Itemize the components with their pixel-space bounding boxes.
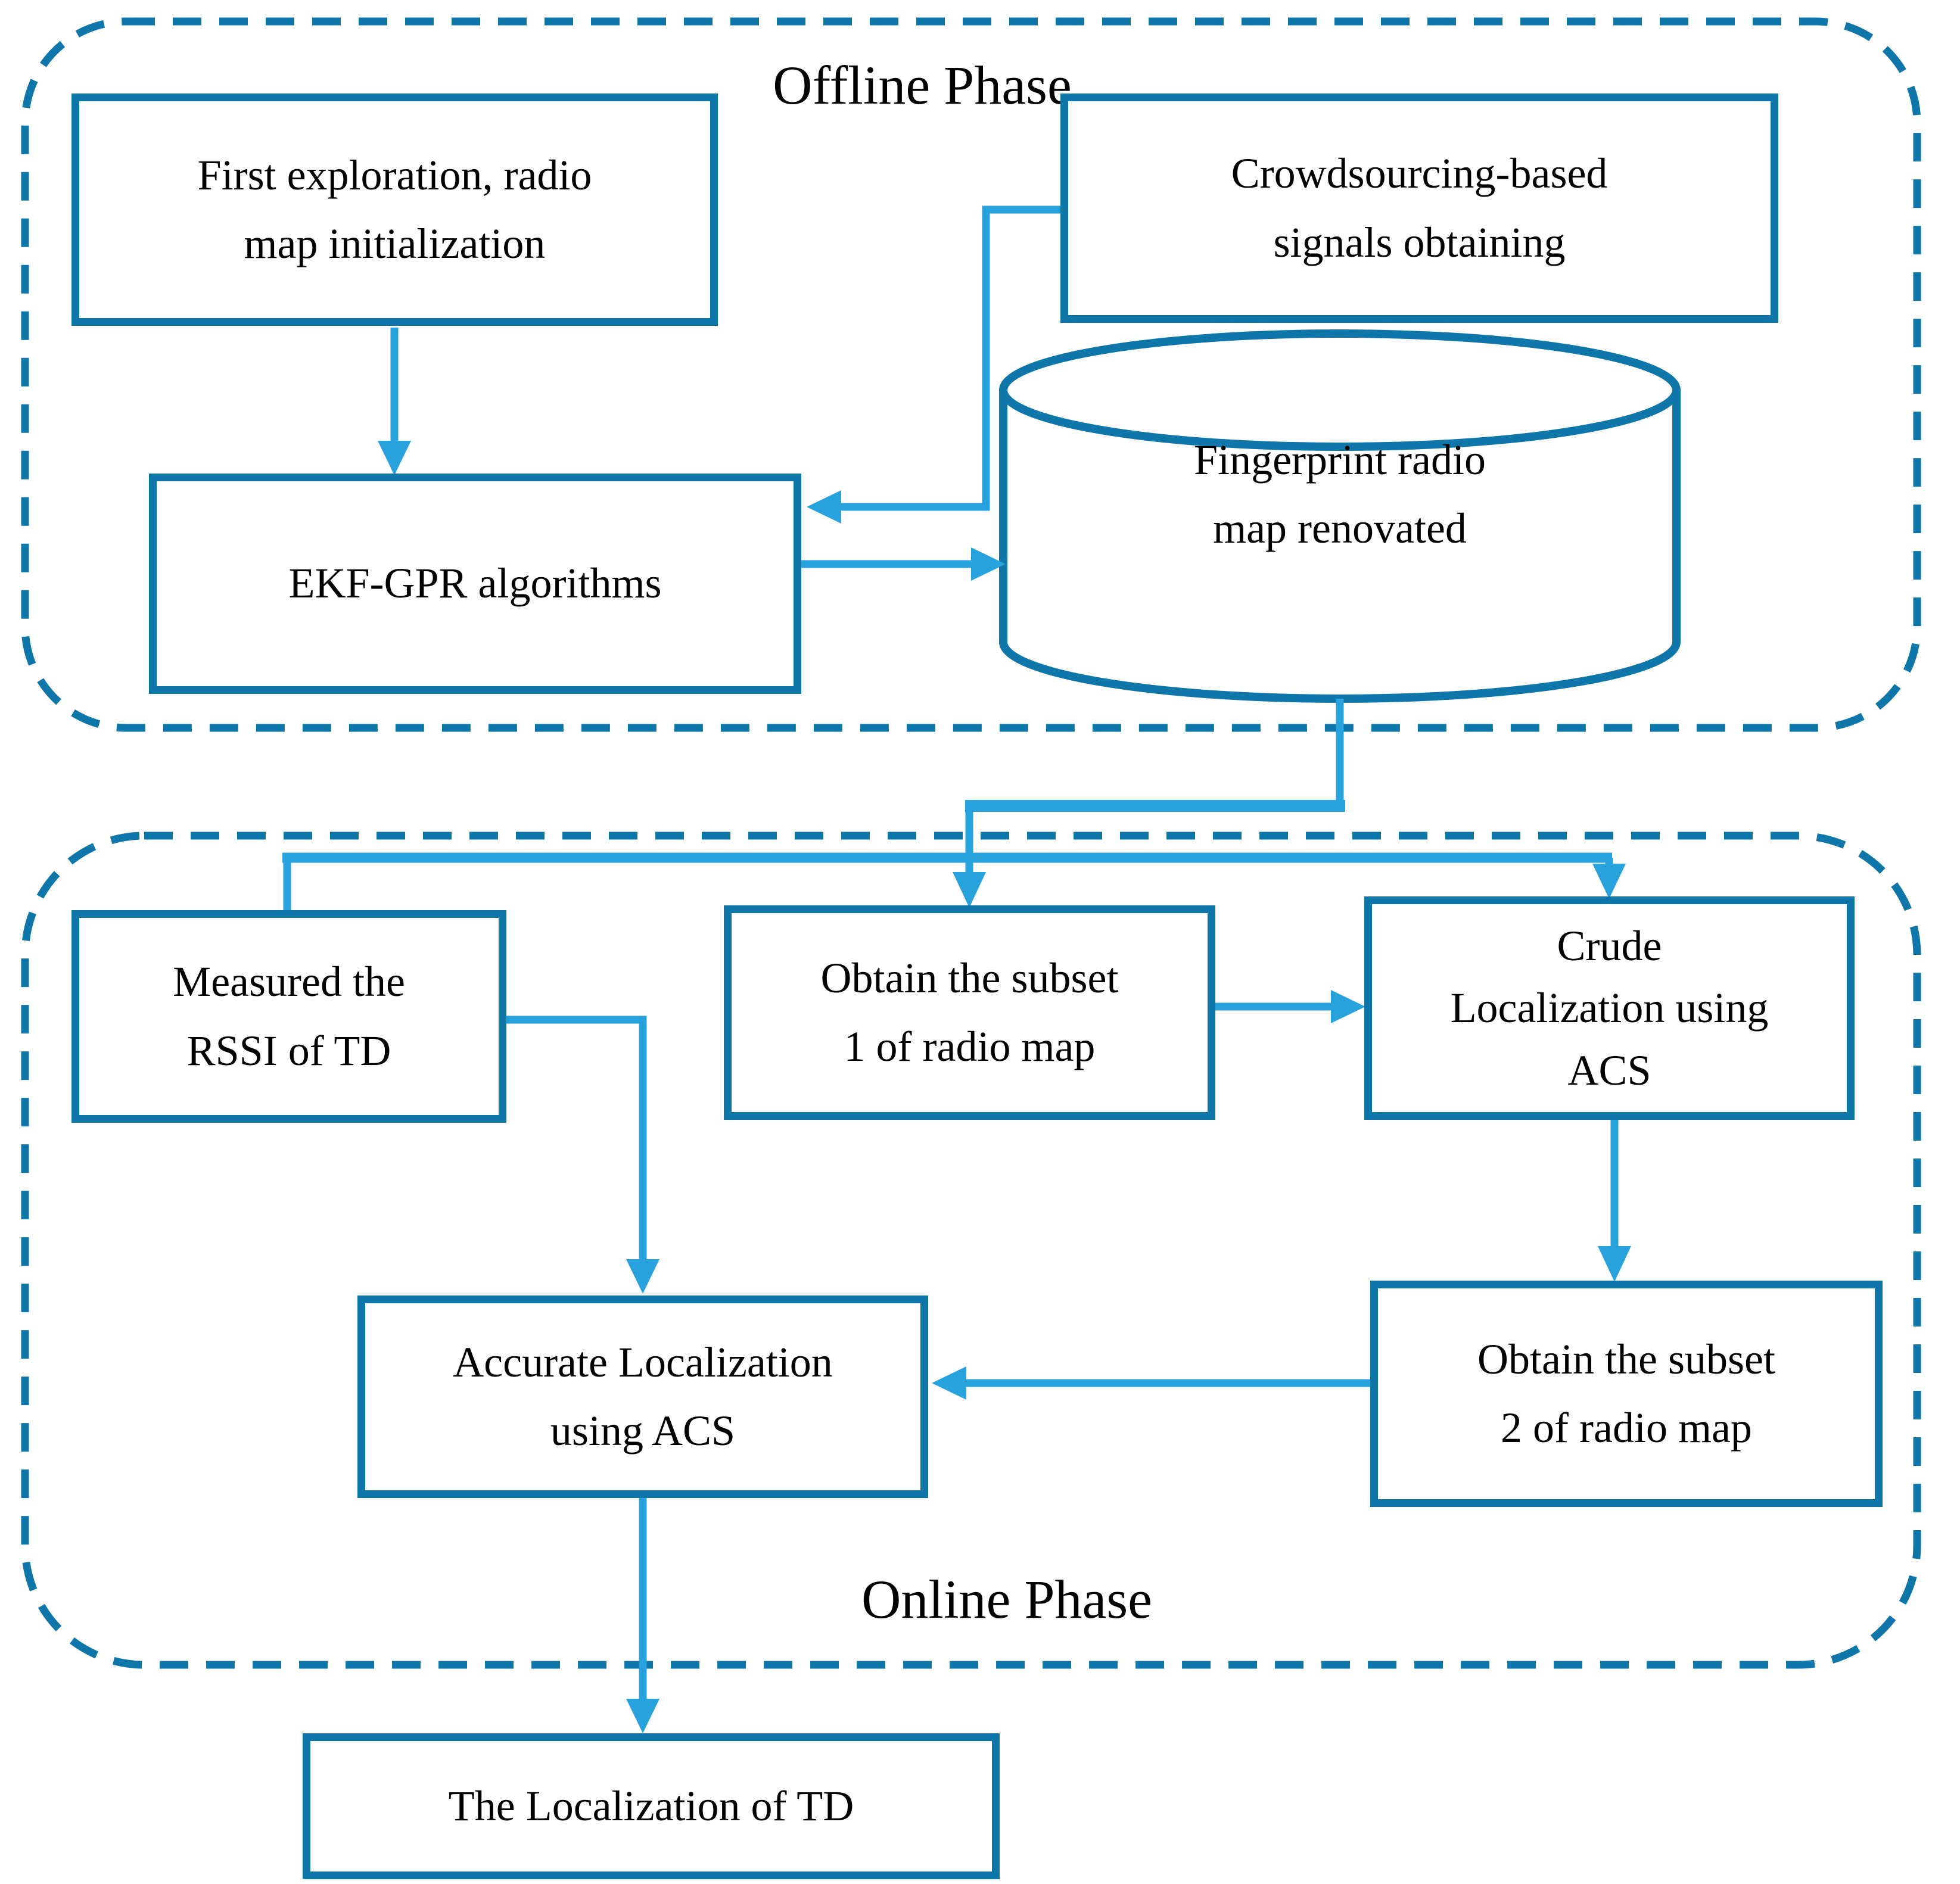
node-crowdsourcing: Crowdsourcing-based signals obtaining	[1060, 94, 1778, 323]
arrowhead-bar-to-crude	[1592, 864, 1626, 899]
node-ekf-gpr: EKF-GPR algorithms	[149, 474, 801, 694]
arrowhead-measured-to-accurate	[626, 1259, 659, 1294]
node-measured-rssi: Measured the RSSI of TD	[71, 910, 506, 1123]
arrowhead-accurate-to-result	[626, 1699, 659, 1733]
edge-crowdsourcing-to-ekf	[841, 205, 1060, 511]
arrowhead-crowdsourcing-to-ekf	[807, 490, 841, 524]
node-crude-localization: Crude Localization using ACS	[1364, 896, 1855, 1120]
node-subset1: Obtain the subset 1 of radio map	[724, 905, 1215, 1120]
online-phase-label: Online Phase	[861, 1569, 1153, 1630]
database-cylinder-top	[999, 329, 1681, 451]
node-subset2: Obtain the subset 2 of radio map	[1370, 1281, 1883, 1507]
node-accurate-localization: Accurate Localization using ACS	[357, 1296, 928, 1498]
node-first-exploration: First exploration, radio map initializat…	[71, 94, 718, 326]
online-phase-container	[21, 832, 1921, 1669]
arrowhead-first-to-ekf	[378, 441, 411, 475]
arrowhead-crude-to-subset2	[1598, 1246, 1631, 1282]
node-fingerprint-map-label: Fingerprint radio map renovated	[1194, 435, 1486, 552]
node-result-localization: The Localization of TD	[303, 1733, 1000, 1879]
arrowhead-subset2-to-accurate	[932, 1366, 966, 1400]
arrowhead-subset1-to-crude	[1331, 990, 1365, 1023]
offline-phase-container	[21, 17, 1921, 732]
edge-measured-to-accurate	[506, 1016, 647, 1260]
arrowhead-ekf-to-map	[971, 547, 1006, 581]
offline-phase-label: Offline Phase	[773, 55, 1072, 116]
arrowhead-bar-to-subset1	[953, 872, 986, 908]
